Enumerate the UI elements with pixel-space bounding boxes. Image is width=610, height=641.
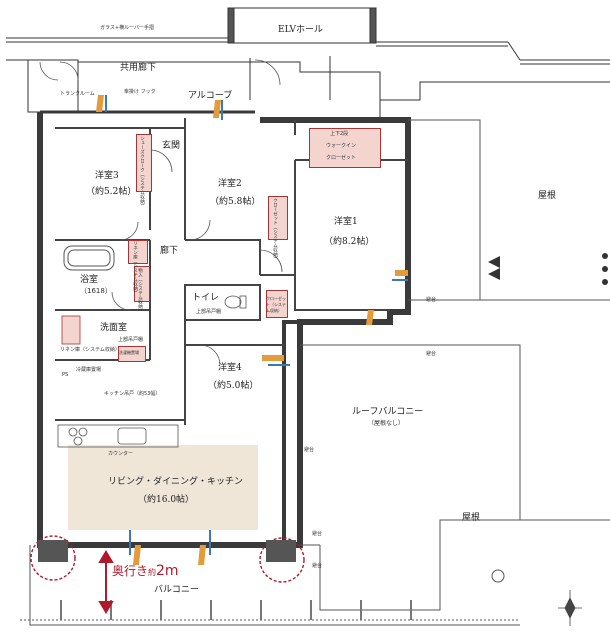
wash-shelf-label: 上部吊戸棚 <box>118 337 144 343</box>
room-ldk: リビング・ダイニング・キッチン <box>108 477 244 487</box>
washer-space <box>118 346 146 362</box>
closet-toilet <box>266 290 288 318</box>
rising-label-1: 避台 <box>426 297 437 303</box>
depth-arrow <box>98 550 114 614</box>
door-swings <box>39 59 283 366</box>
depth-label: 奥行き <box>112 564 149 578</box>
depth-note: 奥行き約2m <box>112 562 179 579</box>
umbrella-label: 傘掛け フック <box>124 89 156 95</box>
fridge-label: 冷蔵庫置場 <box>76 367 102 373</box>
kitchen-counter <box>57 424 179 448</box>
room-western2: 洋室2 <box>218 179 242 189</box>
pillars <box>38 540 296 562</box>
glass-louver-label: ガラス+横ルーバー手摺 <box>100 25 155 31</box>
room-balcony: バルコニー <box>154 585 199 595</box>
linen-storage <box>128 240 148 264</box>
wic-bottom-label: クローゼット <box>326 155 357 161</box>
room-bath: 浴室 <box>80 275 99 285</box>
room-alcove: アルコーブ <box>188 91 233 101</box>
rising-label-3: 避台 <box>312 531 323 537</box>
linen-label: リネン庫（システム収納） <box>132 241 138 295</box>
vents <box>96 95 408 565</box>
bathtub-icon <box>63 245 115 271</box>
wic-mid-label: ウォークイン <box>326 143 357 149</box>
room-roof-balcony-note: （屋根なし） <box>368 420 405 427</box>
wic-top-label: 上下2段 <box>330 131 349 137</box>
compass-icon <box>558 590 582 626</box>
room-western2-size: （約5.8帖） <box>210 197 261 207</box>
room-roof-balcony: ルーフバルコニー <box>352 407 424 417</box>
closet-western2-label: クローゼット（システム収納） <box>272 198 278 261</box>
linen-wash-label: リネン庫（システム収納） <box>60 347 120 353</box>
rising-label-2: 避台 <box>426 351 437 357</box>
storage-mono <box>134 266 150 302</box>
room-western3: 洋室3 <box>95 171 119 181</box>
roof-markers <box>488 253 608 583</box>
room-toilet: トイレ <box>192 293 220 303</box>
balcony-rail <box>60 600 412 620</box>
room-bath-size: （1618） <box>80 287 112 295</box>
shoe-closet <box>136 134 152 192</box>
walk-in-closet <box>309 128 381 168</box>
room-elv-hall: ELVホール <box>278 25 323 35</box>
closet-toilet-label: クローゼット（システム収納） <box>266 296 286 313</box>
room-hall: 廊下 <box>160 246 179 256</box>
room-roof-right: 屋根 <box>538 191 557 201</box>
room-shared-corridor: 共用廊下 <box>120 63 157 73</box>
interior-walls <box>55 118 408 425</box>
room-entrance: 玄関 <box>162 141 181 151</box>
room-western3-size: （約5.2帖） <box>86 187 137 197</box>
depth-approx: 約 <box>148 568 157 577</box>
rising-label-5: 避台 <box>304 447 315 453</box>
elv-hall-walls <box>6 7 610 65</box>
counter-label: カウンター <box>108 451 134 457</box>
windows <box>105 95 408 555</box>
closet-western2 <box>268 196 288 240</box>
room-western1-size: （約8.2帖） <box>324 237 375 247</box>
trunk-room-label: トランクルーム <box>60 91 95 97</box>
room-western4-size: （約5.0帖） <box>208 381 259 391</box>
washer-label: 洗濯機置場 <box>119 350 139 355</box>
depth-value: 2m <box>156 563 179 579</box>
room-washroom: 洗面室 <box>100 323 128 333</box>
rising-label-4: 避台 <box>312 563 323 569</box>
fixtures <box>61 295 247 345</box>
room-roof-bottom: 屋根 <box>462 513 481 523</box>
room-western4: 洋室4 <box>218 363 242 373</box>
room-western1: 洋室1 <box>334 217 358 227</box>
pillar-highlights <box>30 535 305 583</box>
shoe-closet-label: シューズクローク（システム収納） <box>139 136 145 208</box>
kitchen-shelf-label: キッチン吊戸（約53幅） <box>104 391 161 397</box>
ldk-floor <box>68 445 258 530</box>
ps-label: PS <box>62 372 69 378</box>
roof-balcony-outline <box>20 119 610 626</box>
toilet-shelf-label: 上部吊戸棚 <box>196 309 222 315</box>
room-ldk-size: （約16.0帖） <box>138 495 195 505</box>
mono-label: 物入（システム収納） <box>137 268 143 313</box>
